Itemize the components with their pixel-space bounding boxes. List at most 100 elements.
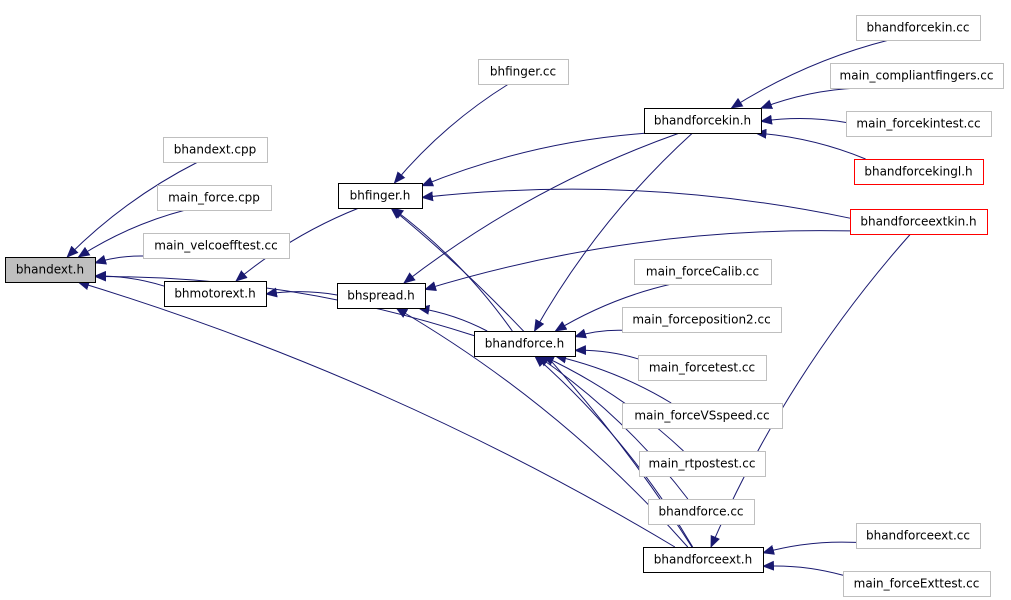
node-box — [163, 137, 268, 163]
node-label: bhandforceextkin.h — [860, 215, 976, 229]
node-label: main_forceCalib.cc — [646, 265, 759, 279]
node-box — [846, 111, 992, 137]
node-main-forceCalib-cc[interactable]: main_forceCalib.cc — [634, 259, 772, 285]
node-main-forceExttest-cc[interactable]: main_forceExttest.cc — [843, 571, 991, 597]
edge-main_forceCalib_cc-to-bhandforce_h — [554, 283, 672, 332]
node-bhandforcekin-h[interactable]: bhandforcekin.h — [644, 108, 762, 134]
node-label: main_force.cpp — [168, 191, 260, 205]
node-box — [143, 233, 290, 259]
node-box — [644, 108, 762, 134]
node-box — [622, 307, 782, 333]
edge-bhandforcekin_cc-to-bhandforcekin_h — [730, 39, 890, 109]
node-box — [856, 15, 981, 41]
edge-main_forceExttest_cc-to-bhandforceext_h — [762, 560, 844, 576]
node-label: main_compliantfingers.cc — [840, 69, 994, 83]
node-label: bhandforcekingl.h — [864, 165, 972, 179]
node-bhandext-cpp[interactable]: bhandext.cpp — [163, 137, 268, 163]
node-bhandforceext-h[interactable]: bhandforceext.h — [643, 547, 764, 573]
node-box — [856, 523, 981, 549]
node-label: main_forceposition2.cc — [632, 313, 770, 327]
node-label: bhmotorext.h — [174, 287, 255, 301]
node-bhmotorext-h[interactable]: bhmotorext.h — [164, 281, 267, 307]
edge-main_forcetest_cc-to-bhandforce_h — [574, 345, 639, 360]
edge-main_rtpostest_cc-to-bhandforce_h — [542, 355, 684, 452]
node-label: bhandext.cpp — [174, 143, 256, 157]
node-box — [338, 183, 423, 209]
node-label: bhandext.h — [16, 263, 84, 277]
edge-bhandforceextkin_h-to-bhspread_h — [424, 230, 851, 292]
edge-bhfinger_h-to-bhmotorext_h — [235, 207, 360, 282]
node-main-forceposition2-cc[interactable]: main_forceposition2.cc — [622, 307, 782, 333]
node-label: bhandforcekin.cc — [867, 21, 970, 35]
node-main-velcoefftest-cc[interactable]: main_velcoefftest.cc — [143, 233, 290, 259]
node-main-forcetest-cc[interactable]: main_forcetest.cc — [638, 355, 767, 381]
node-bhfinger-h[interactable]: bhfinger.h — [338, 183, 423, 209]
node-box — [478, 59, 569, 85]
node-box — [164, 281, 267, 307]
node-main-force-cpp[interactable]: main_force.cpp — [157, 185, 272, 211]
node-bhandforceextkin-h[interactable]: bhandforceextkin.h — [850, 209, 988, 235]
edge-main_forcekintest_cc-to-bhandforcekin_h — [760, 114, 847, 125]
node-label: main_forceExttest.cc — [854, 577, 980, 591]
node-label: main_forceVSspeed.cc — [634, 409, 769, 423]
node-box — [830, 63, 1004, 89]
node-label: bhfinger.cc — [490, 65, 556, 79]
node-bhandforcekin-cc[interactable]: bhandforcekin.cc — [856, 15, 981, 41]
edge-bhandforce_h-to-bhspread_h — [417, 304, 488, 332]
node-box — [474, 331, 576, 357]
edge-bhandforceext_h-to-bhfinger_h — [390, 207, 693, 548]
edge-bhspread_h-to-bhmotorext_h — [265, 287, 338, 298]
node-bhandforce-cc[interactable]: bhandforce.cc — [648, 499, 755, 525]
edge-bhandforceext_cc-to-bhandforceext_h — [762, 541, 857, 555]
node-label: main_rtpostest.cc — [649, 457, 756, 471]
node-bhandforceext-cc[interactable]: bhandforceext.cc — [856, 523, 981, 549]
node-label: bhandforce.h — [485, 337, 564, 351]
node-box — [634, 259, 772, 285]
edge-bhandext_cpp-to-bhandext_h — [66, 161, 199, 258]
node-bhandext-h[interactable]: bhandext.h — [5, 257, 96, 283]
edge-main_velcoefftest_cc-to-bhandext_h — [94, 254, 144, 265]
edge-bhandforce_h-to-bhfinger_h — [391, 207, 513, 332]
node-box — [157, 185, 272, 211]
edge-main_forceVSspeed_cc-to-bhandforce_h — [554, 353, 672, 404]
node-box — [850, 209, 988, 235]
node-label: main_forcetest.cc — [649, 361, 755, 375]
node-bhspread-h[interactable]: bhspread.h — [337, 283, 426, 309]
node-box — [5, 257, 96, 283]
node-main-compliantfingers-cc[interactable]: main_compliantfingers.cc — [830, 63, 1004, 89]
edge-bhandforce_cc-to-bhandforce_h — [536, 355, 689, 500]
node-box — [648, 499, 755, 525]
node-label: bhspread.h — [347, 289, 415, 303]
edge-main_forceposition2_cc-to-bhandforce_h — [574, 328, 623, 339]
edge-bhandforcekin_h-to-bhfinger_h — [421, 132, 649, 187]
edge-bhandforceext_h-to-bhandext_h — [77, 280, 676, 548]
node-bhandforce-h[interactable]: bhandforce.h — [474, 331, 576, 357]
edge-main_force_cpp-to-bhandext_h — [77, 209, 186, 258]
edge-bhandforcekin_h-to-bhandforce_h — [533, 132, 693, 332]
node-box — [639, 451, 766, 477]
edge-bhfinger_cc-to-bhfinger_h — [393, 83, 509, 184]
edge-bhandforce_h-to-bhandext_h — [94, 271, 475, 337]
node-label: main_forcekintest.cc — [856, 117, 980, 131]
node-box — [843, 571, 991, 597]
node-box — [622, 403, 783, 429]
node-main-forcekintest-cc[interactable]: main_forcekintest.cc — [846, 111, 992, 137]
node-bhandforcekingl-h[interactable]: bhandforcekingl.h — [854, 159, 984, 185]
edge-bhandforcekin_h-to-bhspread_h — [403, 132, 680, 284]
node-main-forceVSspeed-cc[interactable]: main_forceVSspeed.cc — [622, 403, 783, 429]
nodes-layer: bhandext.hbhandext.cppmain_force.cppmain… — [5, 15, 1004, 597]
edge-main_compliantfingers_cc-to-bhandforcekin_h — [760, 87, 858, 109]
node-label: bhandforce.cc — [658, 505, 743, 519]
node-box — [854, 159, 984, 185]
node-box — [643, 547, 764, 573]
node-label: bhandforceext.cc — [866, 529, 970, 543]
node-main-rtpostest-cc[interactable]: main_rtpostest.cc — [639, 451, 766, 477]
node-label: bhandforcekin.h — [654, 114, 751, 128]
node-box — [337, 283, 426, 309]
node-box — [638, 355, 767, 381]
node-label: main_velcoefftest.cc — [154, 239, 277, 253]
edge-bhandforceextkin_h-to-bhfinger_h — [421, 188, 851, 219]
node-bhfinger-cc[interactable]: bhfinger.cc — [478, 59, 569, 85]
node-label: bhfinger.h — [350, 189, 411, 203]
